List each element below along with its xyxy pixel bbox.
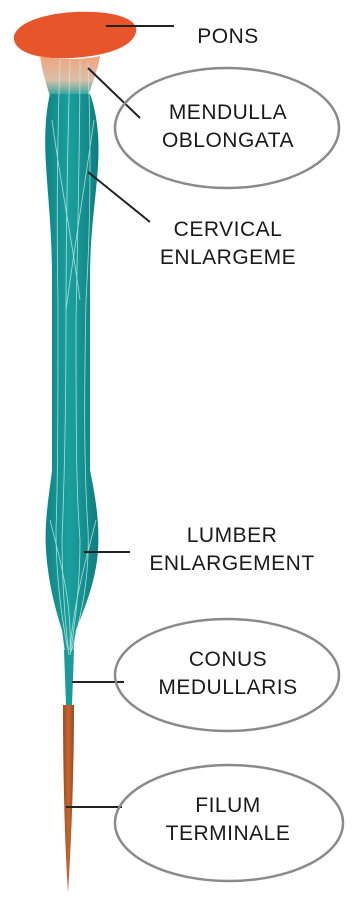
conus-label-line-1: CONUS bbox=[130, 646, 326, 674]
cervical-leader bbox=[88, 172, 150, 222]
pons-label-line-1: PONS bbox=[176, 23, 280, 51]
filum-label-line-1: FILUM bbox=[130, 792, 326, 820]
cervical-enlargement-label: CERVICAL ENLARGEME bbox=[130, 216, 326, 272]
cervical-label-line-2: ENLARGEME bbox=[130, 244, 326, 272]
medulla-label-line-2: OBLONGATA bbox=[130, 127, 326, 155]
label-ellipses bbox=[115, 68, 343, 881]
spinal-cord-shape bbox=[45, 94, 98, 660]
conus-label-line-2: MEDULLARIS bbox=[130, 674, 326, 702]
lumbar-label-line-2: ENLARGEMENT bbox=[132, 550, 332, 578]
conus-medullaris-label: CONUS MEDULLARIS bbox=[130, 646, 326, 702]
medulla-label-line-1: MENDULLA bbox=[130, 99, 326, 127]
filum-label-line-2: TERMINALE bbox=[130, 820, 326, 848]
lumbar-enlargement-label: LUMBER ENLARGEMENT bbox=[132, 522, 332, 578]
medulla-oblongata-label: MENDULLA OBLONGATA bbox=[130, 99, 326, 155]
pons-label: PONS bbox=[176, 23, 280, 51]
filum-terminale-shape bbox=[63, 705, 74, 893]
conus-medullaris-shape bbox=[64, 650, 74, 705]
lumbar-label-line-1: LUMBER bbox=[132, 522, 332, 550]
filum-terminale-label: FILUM TERMINALE bbox=[130, 792, 326, 848]
pons-shape bbox=[14, 12, 136, 59]
cervical-label-line-1: CERVICAL bbox=[130, 216, 326, 244]
